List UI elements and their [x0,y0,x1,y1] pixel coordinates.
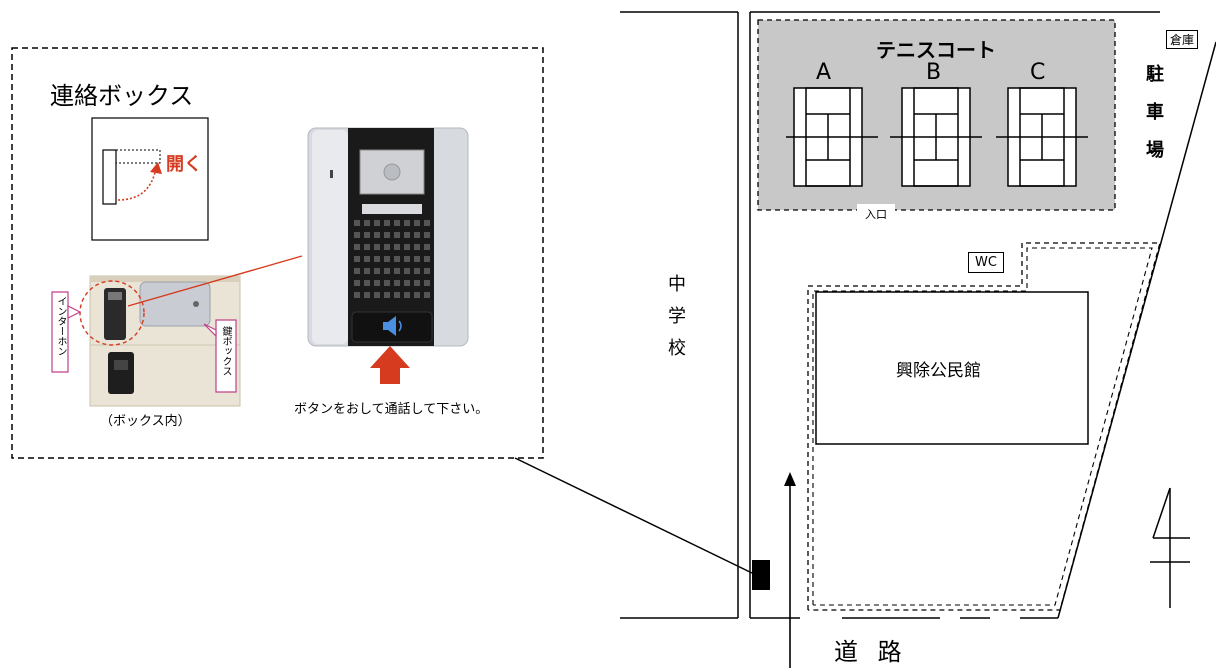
door-open-label: 開く [166,154,202,175]
key-box-label: 鍵ボックス [220,326,231,376]
wc-label: WC [968,252,1004,273]
door-open-arrow [117,167,157,201]
call-button-speaker-icon [383,316,402,336]
door-panel [102,149,117,205]
button-instruction: ボタンをおして通話して下さい。 [294,402,489,417]
interphone-zoom-line [127,255,303,307]
court-c-label: C [1030,60,1046,85]
court-a-diagram [786,87,878,187]
court-c-diagram [996,87,1088,187]
school-label: 中学校 [665,274,686,370]
callout-title: 連絡ボックス [50,82,194,110]
box-photo-keysafe [108,352,134,394]
interphone-highlight-circle [79,280,145,346]
callout-frame [11,47,544,459]
road-label: 道 路 [834,638,908,666]
door-open-outline [115,149,161,164]
court-b-diagram [890,87,982,187]
callout-leader-line [514,457,753,574]
parking-label: 駐車場 [1143,64,1164,178]
court-a-label: A [816,60,832,85]
north-arrow-icon [1150,487,1190,608]
entrance-arrow-icon [784,472,796,486]
interphone-speaker-grille [354,220,430,298]
court-entrance-label: 入口 [857,204,895,224]
box-photo-interphone [104,288,126,340]
court-b-label: B [926,60,942,85]
hall-site-boundary [807,242,1161,611]
box-inside-caption: （ボックス内） [100,414,191,429]
community-hall-building [815,291,1089,445]
community-hall-label: 興除公民館 [896,361,981,381]
storage-label: 倉庫 [1166,30,1199,49]
contact-box-marker [752,560,770,590]
tennis-court-title: テニスコート [876,38,996,62]
interphone-label: インターホン [55,296,66,356]
push-button-arrow-icon [370,346,410,384]
